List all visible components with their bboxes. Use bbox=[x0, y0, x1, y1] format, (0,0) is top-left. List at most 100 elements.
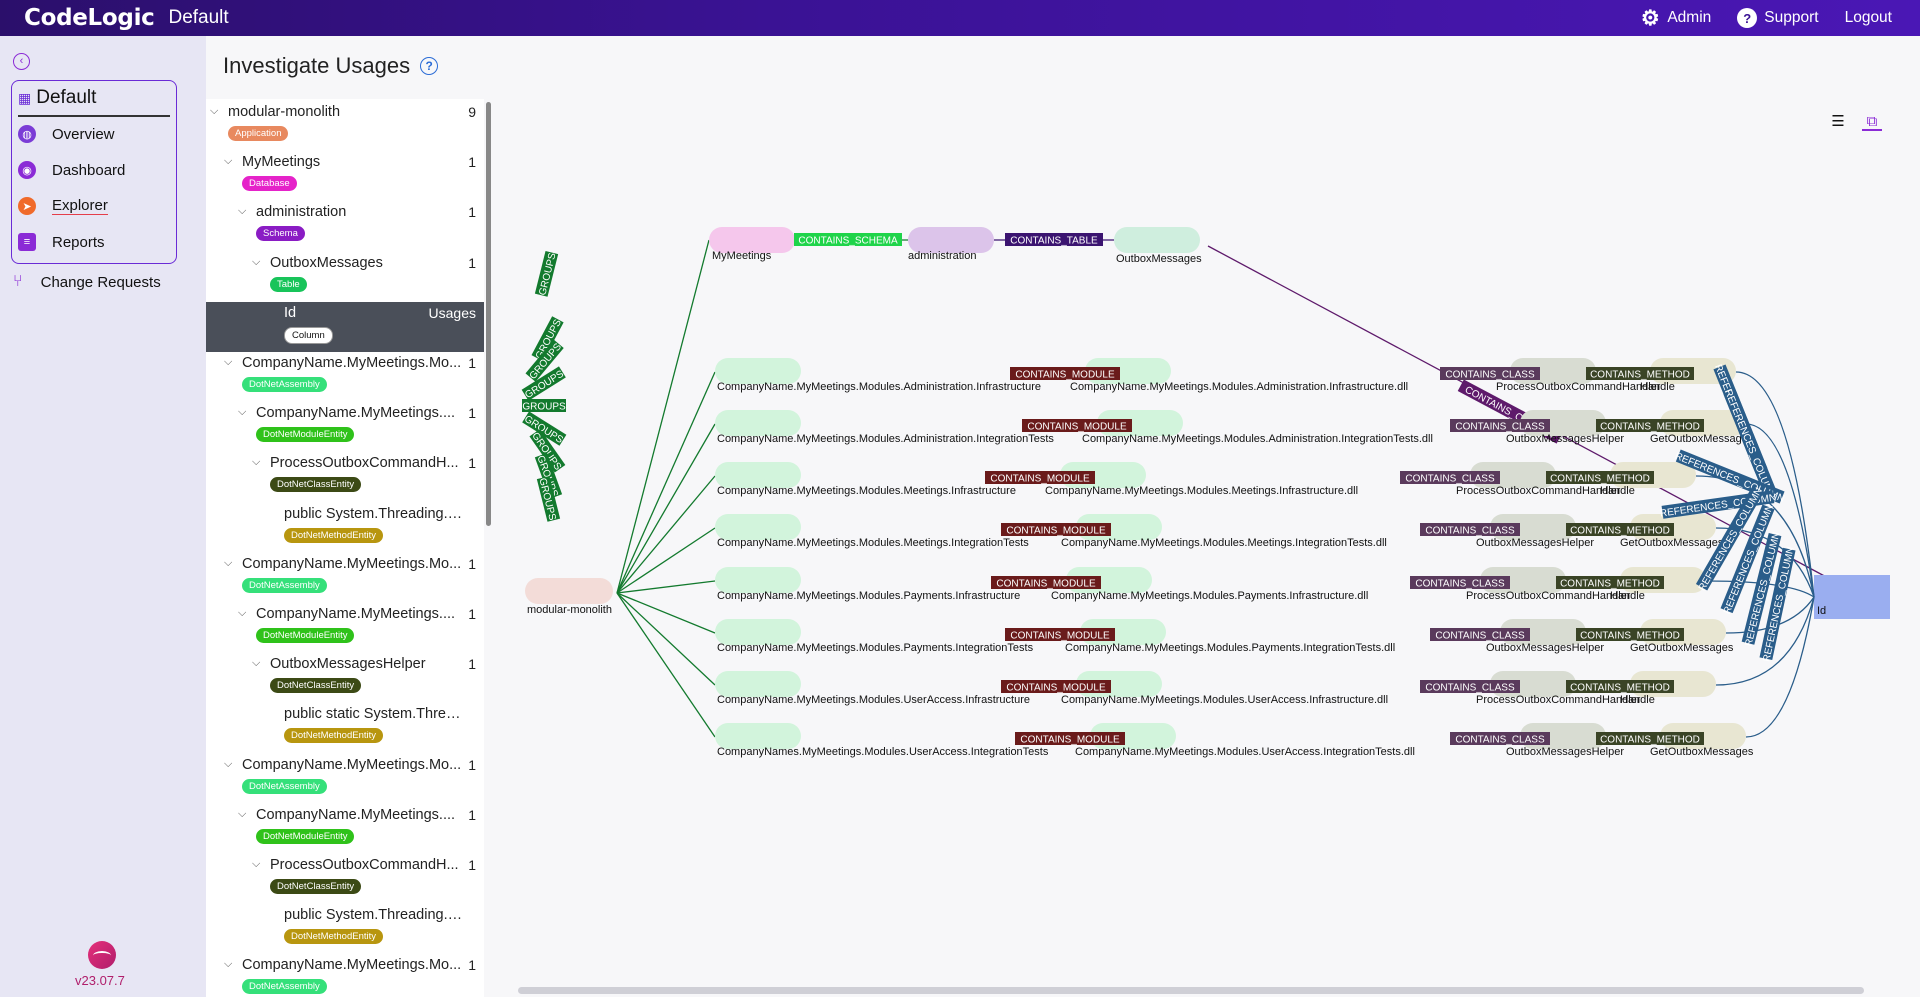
edge-label: CONTAINS_METHOD bbox=[1566, 523, 1674, 537]
compass-icon: ➤ bbox=[18, 197, 36, 215]
chevron-down-icon[interactable]: ⌵ bbox=[252, 657, 261, 670]
help-icon[interactable]: ? bbox=[420, 57, 439, 75]
admin-menu[interactable]: ⚙ Admin bbox=[1640, 7, 1712, 30]
chevron-down-icon[interactable]: ⌵ bbox=[224, 356, 233, 368]
tree-node-count: 1 bbox=[468, 656, 476, 673]
tree-node[interactable]: public System.Threading.T...DotNetMethod… bbox=[206, 904, 484, 954]
assembly-node-label: CompanyName.MyMeetings.Modules.Meetings.… bbox=[717, 537, 1029, 549]
groups-edge bbox=[616, 580, 716, 594]
chevron-down-icon[interactable]: ⌵ bbox=[252, 456, 261, 469]
type-badge: DotNetMethodEntity bbox=[284, 929, 384, 945]
chevron-down-icon[interactable]: ⌵ bbox=[210, 105, 219, 117]
logout-link[interactable]: Logout bbox=[1845, 9, 1892, 27]
edge-label-bg bbox=[534, 452, 563, 499]
type-badge: DotNetAssembly bbox=[242, 778, 327, 794]
tree-node-label: CompanyName.MyMeetings.Mo... bbox=[242, 957, 462, 974]
edge-label-text: GROUPS bbox=[522, 402, 566, 413]
chevron-down-icon[interactable]: ⌵ bbox=[224, 958, 233, 971]
type-badge: Application bbox=[228, 126, 289, 141]
help-icon: ? bbox=[1737, 8, 1758, 28]
tree-node-count: 1 bbox=[468, 806, 476, 823]
tree-node[interactable]: public static System.Threa...DotNetMetho… bbox=[206, 703, 484, 753]
module-node-label: CompanyName.MyMeetings.Modules.Payments.… bbox=[1065, 642, 1395, 654]
edge-label: CONTAINS_CLASS bbox=[1410, 576, 1510, 590]
edge-label-bg bbox=[1022, 419, 1132, 432]
sidebar-item-reports[interactable]: ≡ Reports bbox=[18, 233, 105, 251]
graph-canvas[interactable]: modular-monolithMyMeetingsCONTAINS_SCHEM… bbox=[500, 99, 1920, 979]
assembly-node bbox=[715, 410, 801, 436]
sidebar-item-explorer[interactable]: ➤ Explorer bbox=[18, 197, 108, 215]
edge-label: CONTAINS_MODULE bbox=[1010, 367, 1120, 381]
database-node-label: MyMeetings bbox=[712, 250, 772, 262]
class-node-label: ProcessOutboxCommandHandler bbox=[1456, 485, 1621, 497]
sidebar-item-dashboard[interactable]: ◉ Dashboard bbox=[18, 161, 125, 179]
groups-edge bbox=[616, 423, 716, 594]
edge-label-bg bbox=[991, 576, 1101, 589]
tree-node[interactable]: public System.Threading.T...DotNetMethod… bbox=[206, 503, 484, 553]
chevron-down-icon[interactable]: ⌵ bbox=[224, 155, 233, 168]
type-badge: DotNetAssembly bbox=[242, 377, 327, 392]
type-badge: DotNetClassEntity bbox=[270, 678, 362, 694]
edge-label-bg bbox=[534, 250, 559, 297]
sidebar-item-overview[interactable]: ◍ Overview bbox=[18, 125, 115, 143]
graph-view-icon[interactable]: ⧉ bbox=[1862, 113, 1882, 131]
tree-node-label: public static System.Threa... bbox=[284, 706, 464, 723]
type-badge: DotNetModuleEntity bbox=[256, 427, 355, 443]
tree-node-count: 9 bbox=[468, 104, 476, 120]
chevron-down-icon[interactable]: ⌵ bbox=[224, 757, 233, 770]
app-logo[interactable]: CodeLogic bbox=[24, 5, 155, 31]
tree-node-count: Usages bbox=[428, 304, 476, 321]
type-badge: Table bbox=[270, 276, 307, 292]
references-column-edge bbox=[1745, 596, 1815, 738]
module-node-label: CompanyName.MyMeetings.Modules.Payments.… bbox=[1051, 590, 1368, 602]
edge-label: CONTAINS_SCHEMA bbox=[794, 233, 902, 247]
edge-label: CONTAINS_MODULE bbox=[1005, 628, 1115, 642]
chevron-down-icon[interactable]: ⌵ bbox=[238, 607, 247, 619]
tree-node-label: OutboxMessages bbox=[270, 254, 383, 271]
module-node-label: CompanyName.MyMeetings.Modules.Administr… bbox=[1082, 433, 1433, 445]
chevron-down-icon[interactable]: ⌵ bbox=[238, 205, 247, 218]
type-badge: DotNetModuleEntity bbox=[256, 828, 355, 844]
edge-label-text: CONTAINS_METHOD bbox=[1570, 683, 1670, 694]
admin-label: Admin bbox=[1667, 9, 1712, 26]
sidebar-item-change-requests[interactable]: ⑂ Change Requests bbox=[13, 273, 161, 291]
list-view-icon[interactable]: ☰ bbox=[1831, 113, 1845, 130]
support-link[interactable]: ? Support bbox=[1737, 8, 1819, 28]
class-node-label: ProcessOutboxCommandHandler bbox=[1466, 590, 1631, 602]
sidebar-item-label: Dashboard bbox=[52, 161, 126, 179]
edge-label: CONTAINS_CLASS bbox=[1450, 732, 1550, 746]
edge-label-text: CONTAINS_METHOD bbox=[1590, 370, 1690, 381]
page-title-text: Investigate Usages bbox=[223, 53, 411, 78]
schema-node-label: administration bbox=[908, 250, 976, 262]
edge-label-bg bbox=[1005, 233, 1103, 246]
chevron-down-icon[interactable]: ⌵ bbox=[238, 406, 247, 419]
chevron-down-icon[interactable]: ⌵ bbox=[224, 556, 233, 569]
chevron-down-icon[interactable]: ⌵ bbox=[238, 807, 247, 820]
tree-node-label: OutboxMessagesHelper bbox=[270, 656, 426, 673]
type-badge: DotNetClassEntity bbox=[270, 477, 362, 493]
chevron-down-icon[interactable]: ⌵ bbox=[252, 858, 261, 870]
edge-label-bg bbox=[536, 475, 561, 522]
graph-horizontal-scrollbar[interactable] bbox=[518, 987, 1864, 994]
chevron-down-icon[interactable]: ⌵ bbox=[252, 255, 261, 268]
collapse-sidebar-button[interactable]: ‹ bbox=[13, 53, 30, 70]
workspace-title[interactable]: ▦ Default bbox=[18, 87, 96, 109]
tree-scrollbar[interactable] bbox=[486, 102, 491, 526]
edge-label-bg bbox=[1420, 680, 1520, 693]
edge-label-bg bbox=[1420, 523, 1520, 536]
